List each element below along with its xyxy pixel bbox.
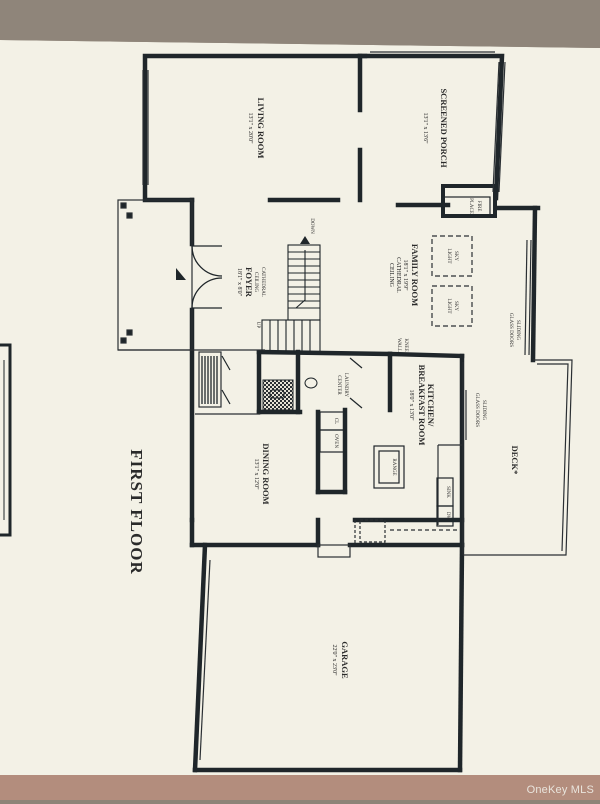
skylight-2-label-b: LIGHT	[446, 299, 451, 314]
family-room-note-1: CATHEDRAL	[395, 257, 401, 293]
knee-wall-label-2: WALL	[396, 338, 401, 352]
kitchen-sliding-doors-1: SLIDING	[481, 400, 486, 420]
closet-shelving	[201, 356, 218, 404]
kitchen-sliding-doors-2: GLASS DOORS	[474, 393, 479, 427]
stairs-down-label: DOWN	[309, 218, 314, 234]
oven-label: OVEN	[333, 434, 338, 448]
watermark: OneKey MLS	[526, 784, 594, 796]
skylight-1-label-b: LIGHT	[446, 249, 451, 264]
living-room-label: LIVING ROOM	[256, 98, 266, 159]
paper-shadow	[0, 0, 600, 48]
kitchen-dims: 18'0" x 13'0"	[408, 389, 414, 421]
foyer-note-1: CATHEDRAL	[260, 267, 265, 297]
dining-room-dims: 13'1" x 12'0"	[253, 458, 259, 490]
dining-room-label: DINING ROOM	[261, 443, 271, 504]
deck-label: DECK*	[510, 446, 520, 475]
foyer-note-2: CEILING	[253, 272, 258, 292]
family-room-label: FAMILY ROOM	[410, 244, 420, 306]
paper-sheet	[0, 40, 600, 800]
adjacent-floor-fragment	[0, 343, 12, 537]
screened-porch-dims: 13'1" x 13'6"	[422, 112, 428, 144]
sink-label: SINK	[445, 486, 450, 498]
interior-door-swings	[221, 355, 363, 409]
garage-label: GARAGE	[340, 641, 350, 679]
family-sliding-doors-1: SLIDING	[515, 320, 520, 340]
foyer-label: FOYER	[244, 267, 254, 298]
stairs-up-label: UP	[255, 322, 260, 329]
garage-dims: 22'0" x 23'0"	[331, 644, 337, 676]
range-label: RANGE	[391, 458, 396, 475]
screened-porch-label-line1: SCREENED PORCH	[439, 88, 449, 167]
laundry-label-2: CENTER	[336, 375, 341, 395]
stair-arrow-icon	[300, 236, 310, 244]
powder-room	[262, 377, 318, 411]
closet-label: CL	[333, 418, 338, 424]
foyer-dims: 18'1" x 8'0"	[236, 268, 242, 297]
laundry-label-1: LAUNDRY	[343, 373, 348, 398]
family-room-dims: 18'1" x 19'9"	[402, 259, 408, 291]
fireplace-label-2: PLACE	[468, 198, 473, 214]
plan-heading: FIRST FLOOR	[127, 449, 146, 574]
floor-strip	[0, 775, 600, 800]
skylight-1-label-a: SKY	[453, 251, 458, 261]
entry-doors	[191, 245, 223, 309]
living-room-dims: 13'1" x 20'0"	[247, 112, 253, 144]
kitchen-label-1: KITCHEN/	[426, 384, 436, 427]
dishwasher-label: DW	[445, 512, 450, 521]
family-sliding-doors-2: GLASS DOORS	[508, 313, 513, 347]
kitchen-fixtures	[319, 196, 491, 527]
skylight-2-label-a: SKY	[453, 301, 458, 311]
staircase	[261, 244, 321, 353]
skylights	[431, 235, 473, 327]
thin-lines	[117, 51, 573, 761]
knee-wall-label-1: KNEE	[403, 338, 408, 351]
fireplace-label-1: FIRE	[476, 201, 481, 212]
kitchen-label-2: BREAKFAST ROOM	[417, 365, 427, 446]
family-room-note-2: CEILING	[388, 263, 394, 288]
entry-arrow-icon	[176, 268, 186, 280]
